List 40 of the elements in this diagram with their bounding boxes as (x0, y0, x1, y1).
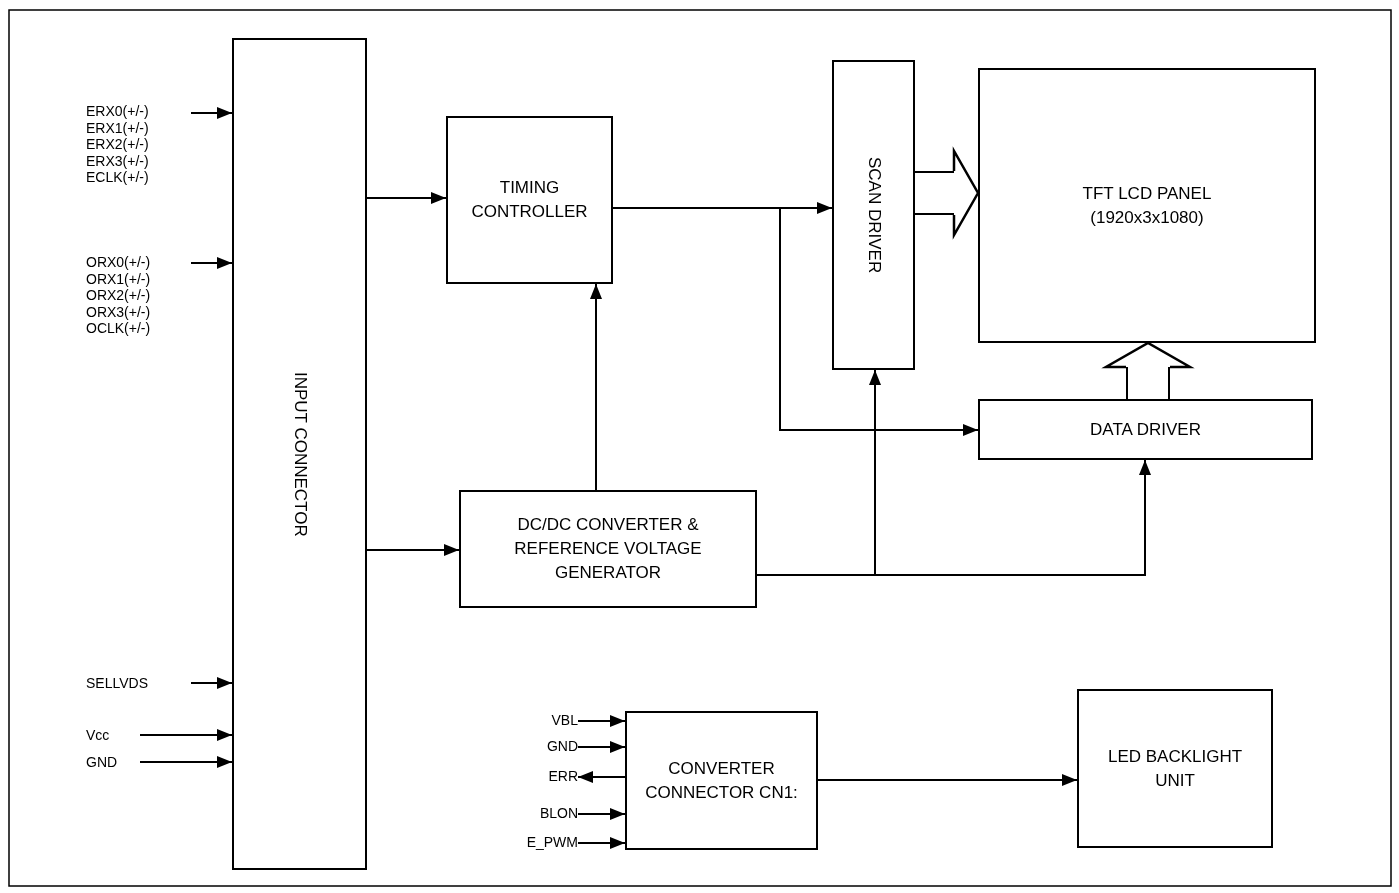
block-box (232, 38, 367, 870)
arrow (139, 729, 233, 741)
arrow (190, 257, 233, 269)
arrow (590, 283, 602, 491)
signal-label: GND (86, 754, 140, 771)
box-label: DATA DRIVER (1090, 418, 1201, 441)
arrow (190, 107, 233, 119)
arrow (577, 771, 626, 783)
box-label: LED BACKLIGHT UNIT (1106, 745, 1244, 792)
signal-label: ERX0(+/-) ERX1(+/-) ERX2(+/-) ERX3(+/-) ECLK(+/-) (86, 103, 191, 186)
signal-label: Vcc (86, 727, 140, 744)
signal-label: VBL (520, 712, 578, 729)
signal-label: BLON (520, 805, 578, 822)
arrow (817, 774, 1078, 786)
arrow (139, 756, 233, 768)
block-box (832, 60, 915, 370)
block-box (1077, 689, 1273, 848)
block-box (978, 68, 1316, 343)
arrow (577, 741, 626, 753)
arrow (577, 837, 626, 849)
box-label: INPUT CONNECTOR (289, 371, 311, 537)
arrow (366, 192, 447, 204)
block-box (446, 116, 613, 284)
box-label: CONVERTER CONNECTOR CN1: (644, 757, 799, 804)
block-box (459, 490, 757, 608)
signal-label: ORX0(+/-) ORX1(+/-) ORX2(+/-) ORX3(+/-) OCLK(+/-) (86, 254, 191, 337)
box-label: TIMING CONTROLLER (470, 177, 589, 223)
signal-label: SELLVDS (86, 675, 191, 692)
block-box (978, 399, 1313, 460)
arrow (190, 677, 233, 689)
signal-label: E_PWM (510, 834, 578, 851)
box-label: DC/DC CONVERTER & REFERENCE VOLTAGE GENERATOR (513, 514, 703, 584)
box-label: SCAN DRIVER (863, 156, 885, 274)
arrow (366, 544, 460, 556)
signal-label: ERR (520, 768, 578, 785)
box-label: TFT LCD PANEL (1920x3x1080) (1081, 182, 1213, 229)
block-box (625, 711, 818, 850)
signal-label: GND (520, 738, 578, 755)
arrow (577, 715, 626, 727)
arrow (577, 808, 626, 820)
